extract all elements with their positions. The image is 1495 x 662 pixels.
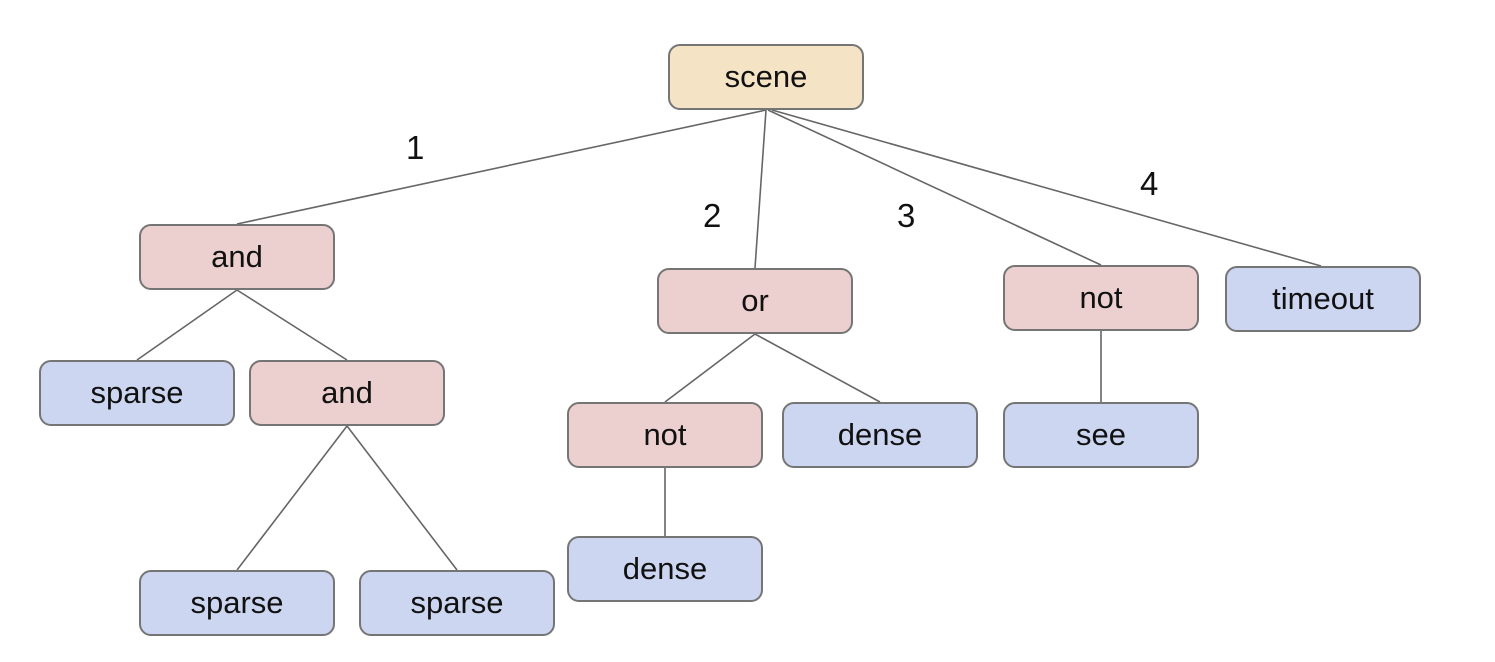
edge-and-andinner <box>236 289 348 361</box>
tree-node-and-left: and <box>139 224 335 290</box>
edge-scene-or <box>754 109 767 269</box>
edge-scene-and <box>236 109 767 225</box>
tree-node-not-right: not <box>1003 265 1199 331</box>
edge-label-1: 1 <box>406 129 425 166</box>
tree-node-sparse-a: sparse <box>39 360 235 426</box>
edge-and-sparse <box>136 289 238 361</box>
tree-node-sparse-b1: sparse <box>139 570 335 636</box>
tree-node-or: or <box>657 268 853 334</box>
tree-node-see: see <box>1003 402 1199 468</box>
edge-scene-not <box>767 109 1102 266</box>
tree-node-scene: scene <box>668 44 864 110</box>
tree-node-and-inner: and <box>249 360 445 426</box>
tree-node-dense-bottom: dense <box>567 536 763 602</box>
edge-scene-timeout <box>771 109 1322 267</box>
edge-andinner-sparse2 <box>346 425 458 571</box>
tree-node-dense-mid: dense <box>782 402 978 468</box>
tree-node-sparse-b2: sparse <box>359 570 555 636</box>
edge-andinner-sparse1 <box>236 425 348 571</box>
edge-or-not <box>664 333 756 403</box>
edge-label-2: 2 <box>703 197 722 234</box>
edge-label-4: 4 <box>1140 165 1159 202</box>
tree-node-timeout: timeout <box>1225 266 1421 332</box>
edge-or-dense <box>754 333 881 403</box>
edge-label-3: 3 <box>897 197 916 234</box>
tree-node-not-mid: not <box>567 402 763 468</box>
